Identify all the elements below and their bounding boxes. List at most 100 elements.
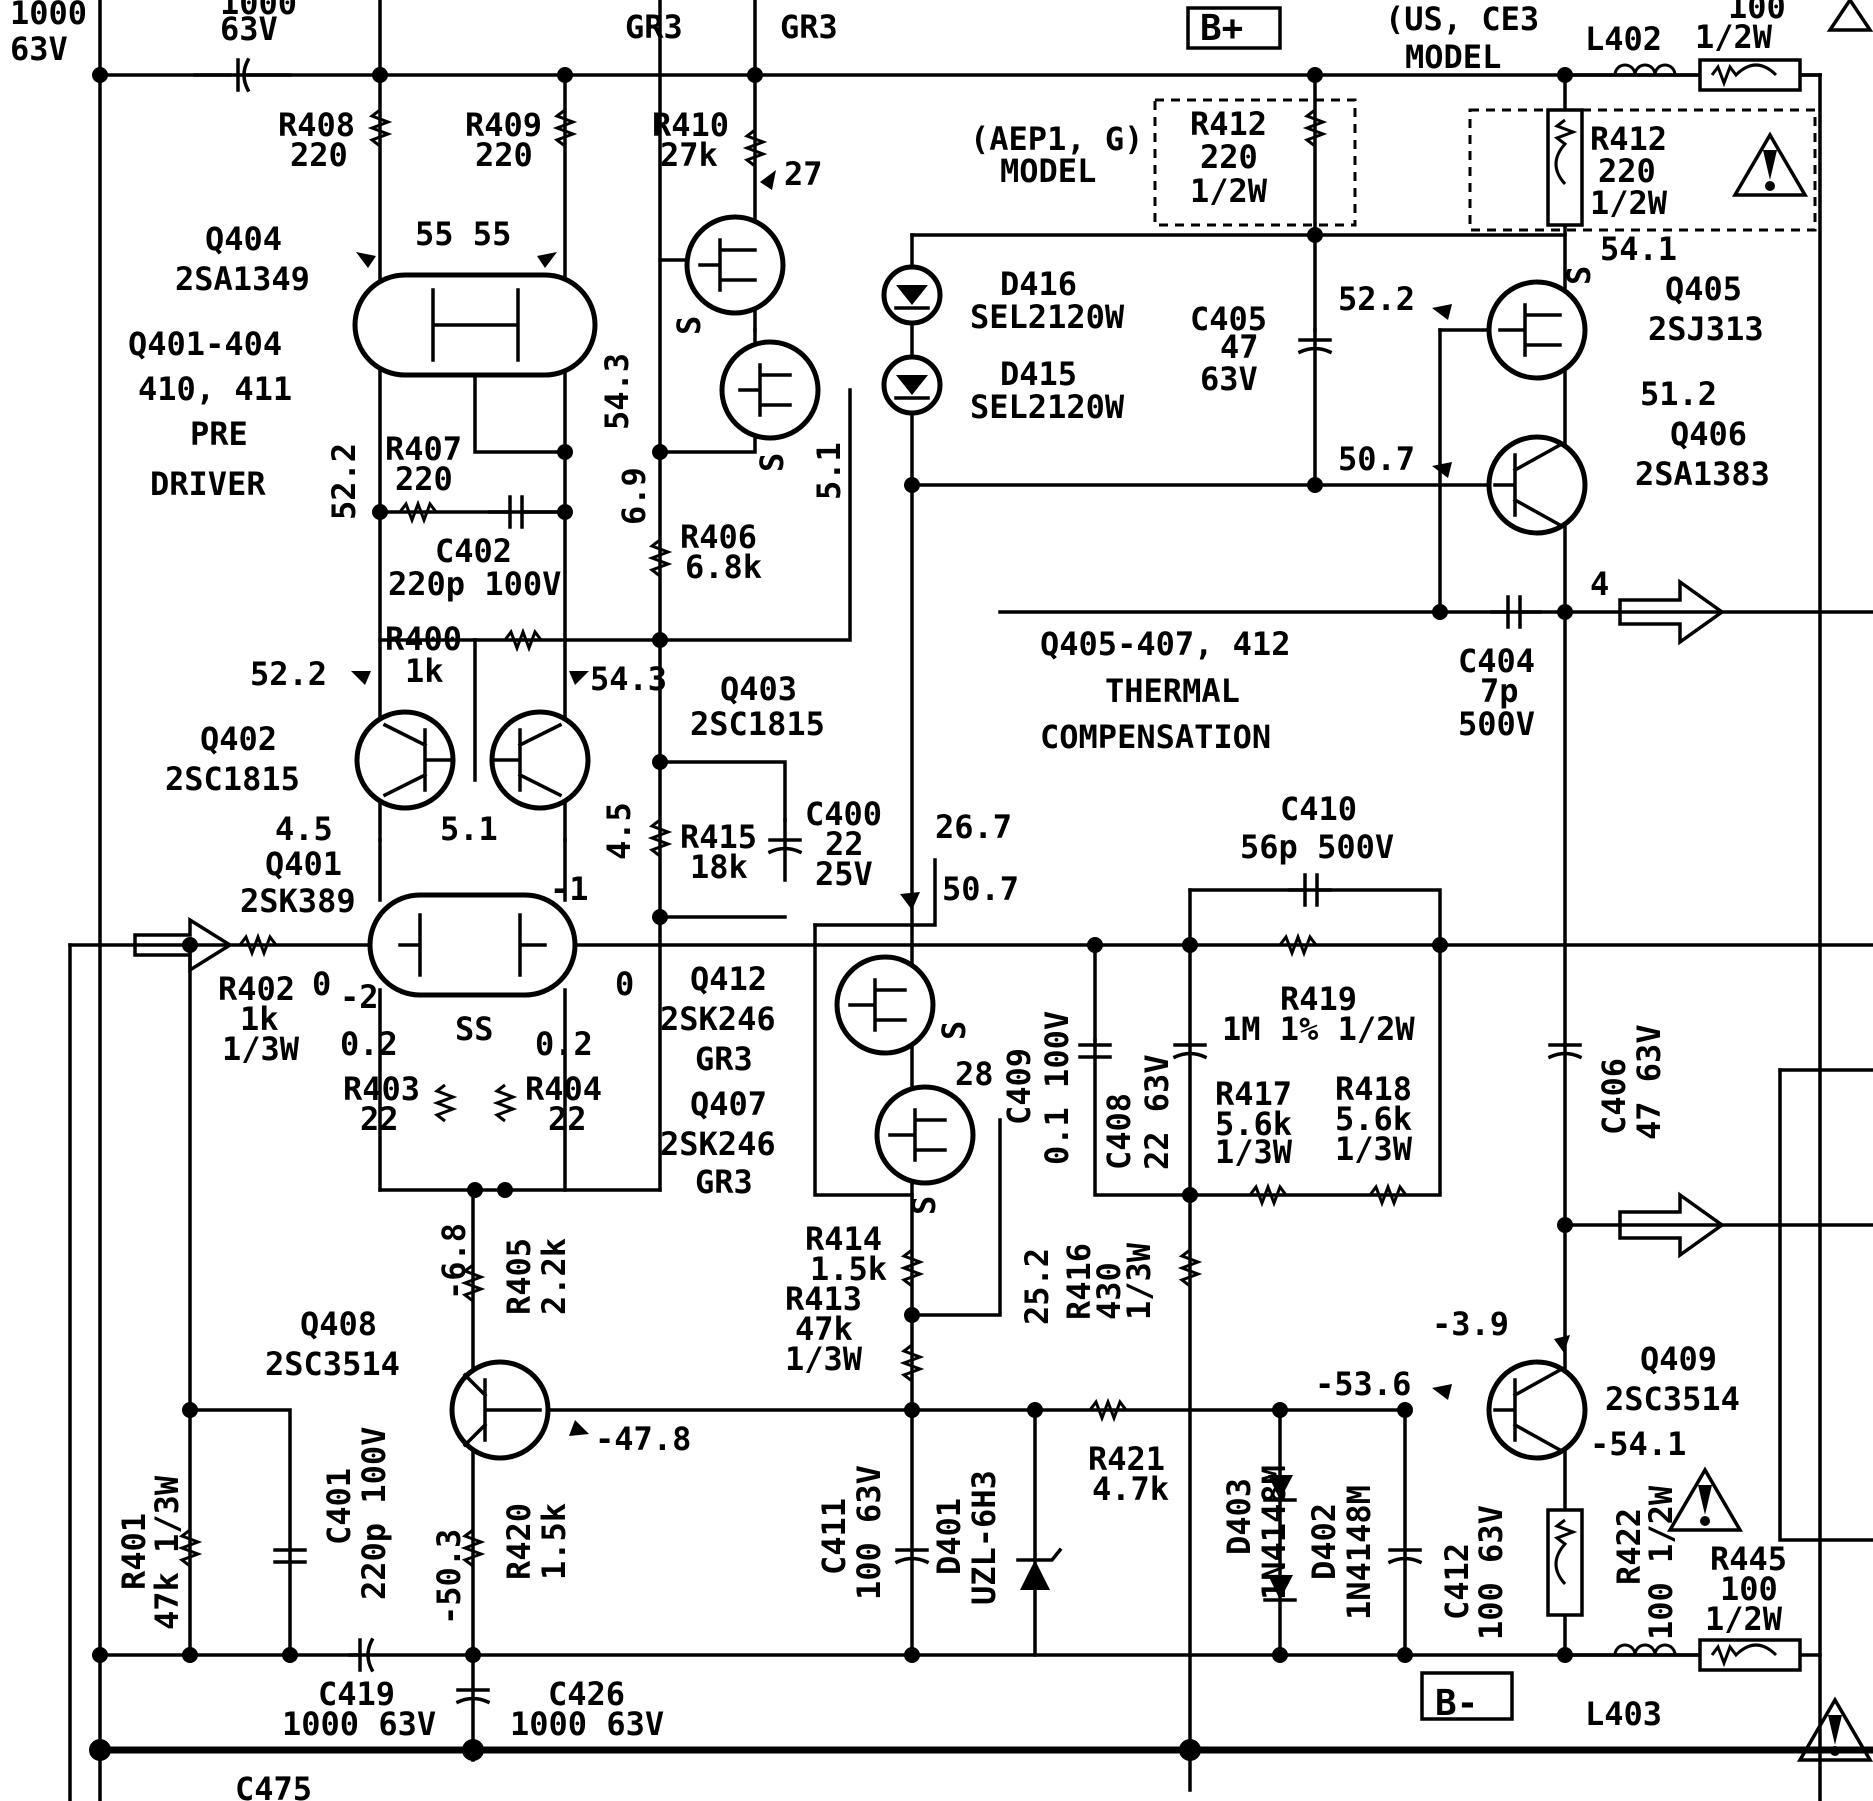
label-driver: DRIVER — [150, 465, 266, 503]
label-c426v: 1000 63V — [510, 1705, 664, 1743]
vlabel-c411: C411 — [815, 1498, 853, 1575]
label-c403v: 1000 — [220, 0, 297, 22]
label-q412g: GR3 — [695, 1040, 753, 1078]
label-r412bw: 1/2W — [1590, 184, 1668, 222]
label-v_3_9: -3.9 — [1432, 1305, 1509, 1343]
vlabel-v54_3v: 54.3 — [598, 353, 636, 430]
label-r412b: R412 — [1590, 120, 1667, 158]
label-us: (US, CE3 — [1385, 0, 1539, 38]
vlabel-v4_5v: 4.5 — [600, 802, 638, 860]
vlabel-r401v: 47k 1/3W — [148, 1475, 186, 1630]
label-therm3: COMPENSATION — [1040, 718, 1271, 756]
label-q402p: 2SC1815 — [165, 760, 300, 798]
vlabel-v_50_3: -50.3 — [430, 1529, 468, 1625]
label-r412aw: 1/2W — [1190, 172, 1268, 210]
vlabel-c406v: 47 63V — [1630, 1024, 1668, 1140]
label-l403: L403 — [1585, 1695, 1662, 1733]
label-r418: R418 — [1335, 1070, 1412, 1108]
vlabel-d402: D402 — [1305, 1503, 1343, 1580]
label-c402: C402 — [435, 532, 512, 570]
vlabel-c401: C401 — [320, 1468, 358, 1545]
label-q402: Q402 — [200, 720, 277, 758]
label-q403: Q403 — [720, 670, 797, 708]
label-l402: L402 — [1585, 20, 1662, 58]
label-r412av: 220 — [1200, 138, 1258, 176]
label-q408: Q408 — [300, 1305, 377, 1343]
label-c419: C419 — [318, 1675, 395, 1713]
label-r100tb: 1/2W — [1695, 18, 1773, 56]
label-c426: C426 — [548, 1675, 625, 1713]
label-r404: R404 — [525, 1070, 602, 1108]
label-c400v: 22 — [825, 825, 864, 863]
vlabel-r416: R416 — [1060, 1243, 1098, 1320]
label-q406p: 2SA1383 — [1635, 455, 1770, 493]
us-model-box — [1468, 108, 1817, 232]
label-v0a: 0 — [312, 965, 331, 1003]
label-v54_1: 54.1 — [1600, 230, 1677, 268]
vlabel-d401: D401 — [930, 1498, 968, 1575]
vlabel-v25_2: 25.2 — [1018, 1248, 1056, 1325]
label-r402: R402 — [218, 970, 295, 1008]
label-r414: R414 — [805, 1220, 882, 1258]
vlabel-r405v: 2.2k — [535, 1238, 573, 1315]
label-d415: D415 — [1000, 355, 1077, 393]
vlabel-d402v: 1N4148M — [1340, 1485, 1378, 1620]
vlabel-s_d: S — [935, 1021, 973, 1040]
label-r418w: 1/3W — [1335, 1130, 1413, 1168]
voltage-markers — [351, 170, 1570, 1436]
label-us2: MODEL — [1405, 38, 1501, 76]
label-v_53_6: -53.6 — [1315, 1365, 1411, 1403]
label-c410: C410 — [1280, 790, 1357, 828]
label-r419: R419 — [1280, 980, 1357, 1018]
label-v50_7b: 50.7 — [942, 870, 1019, 908]
label-r418v: 5.6k — [1335, 1100, 1412, 1138]
transistors — [352, 214, 1588, 1461]
label-v_1: -1 — [550, 870, 589, 908]
label-r407: R407 — [385, 430, 462, 468]
label-q403p: 2SC1815 — [690, 705, 825, 743]
vlabel-r420v: 1.5k — [535, 1503, 573, 1580]
label-r407v: 220 — [395, 460, 453, 498]
vlabel-r405: R405 — [500, 1238, 538, 1315]
vlabel-c408v: 22 63V — [1138, 1054, 1176, 1170]
label-r409v: 220 — [475, 136, 533, 174]
label-v55: 55 55 — [415, 215, 511, 253]
label-therm2: THERMAL — [1105, 672, 1240, 710]
vlabel-c411v: 100 63V — [850, 1465, 888, 1600]
label-bminus: B- — [1435, 1683, 1478, 1724]
label-r402w: 1/3W — [222, 1030, 300, 1068]
vlabel-r422v: 100 1/2W — [1642, 1485, 1680, 1640]
label-c400w: 25V — [815, 855, 873, 893]
label-v0_2b: 0.2 — [535, 1025, 593, 1063]
label-v27: 27 — [784, 155, 823, 193]
junction-dots — [89, 67, 1573, 1761]
label-r417v: 5.6k — [1215, 1105, 1292, 1143]
label-c400: C400 — [805, 795, 882, 833]
label-c405: C405 — [1190, 300, 1267, 338]
label-q412: Q412 — [690, 960, 767, 998]
label-r417: R417 — [1215, 1075, 1292, 1113]
label-q401p: 2SK389 — [240, 882, 356, 920]
label-r419v: 1M 1% 1/2W — [1222, 1010, 1415, 1048]
vlabel-d403: D403 — [1220, 1478, 1258, 1555]
label-q406: Q406 — [1670, 415, 1747, 453]
vlabel-c406: C406 — [1595, 1058, 1633, 1135]
label-r413: R413 — [785, 1280, 862, 1318]
label-q405: Q405 — [1665, 270, 1742, 308]
vlabel-d403v: 1N4148M — [1255, 1465, 1293, 1600]
label-r403v: 22 — [360, 1100, 399, 1138]
vlabel-v52_2v: 52.2 — [325, 443, 363, 520]
label-v_2: -2 — [340, 978, 379, 1016]
resistors — [177, 108, 1408, 1568]
label-r406v: 6.8k — [685, 548, 762, 586]
vlabel-s_b: S — [753, 453, 791, 472]
vlabel-c412v: 100 63V — [1472, 1505, 1510, 1640]
capacitors — [193, 57, 1583, 1705]
label-q409: Q409 — [1640, 1340, 1717, 1378]
label-v4: 4 — [1590, 565, 1609, 603]
aep-model-box — [1153, 98, 1357, 227]
label-gr3b: GR3 — [780, 8, 838, 46]
vlabel-c401v: 220p 100V — [355, 1427, 393, 1600]
